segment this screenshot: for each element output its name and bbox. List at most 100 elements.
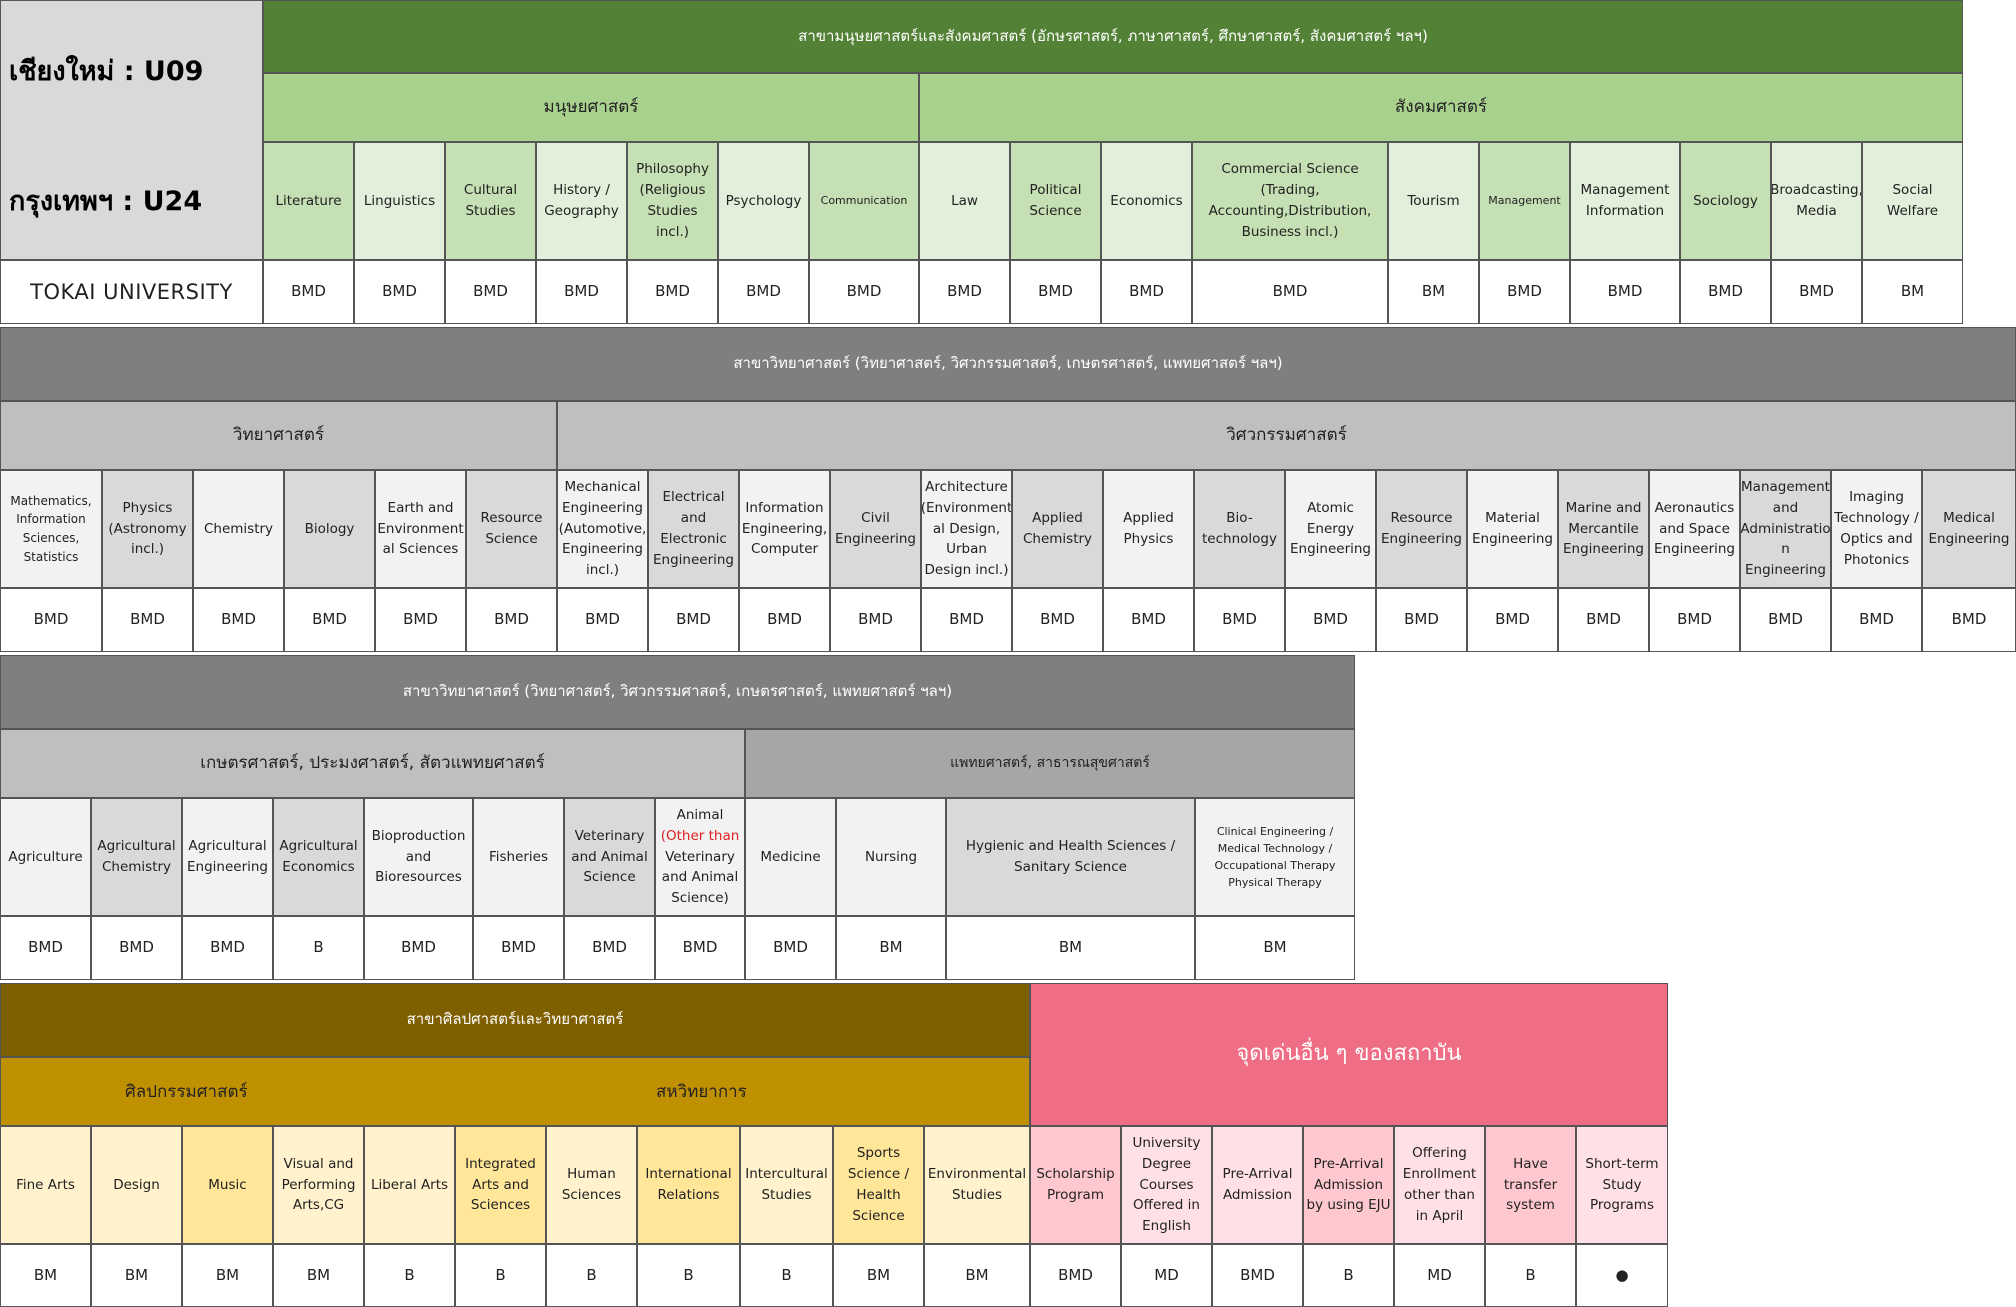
science-label-3: Biology (284, 470, 375, 588)
animal-label-part-2: Veterinary and Animal Science) (661, 848, 739, 907)
humanities-value-0: BMD (263, 260, 354, 324)
agri-value-0: BMD (0, 916, 91, 980)
agri-label-5: Fisheries (473, 798, 564, 916)
features-label-6: Short-term Study Programs (1576, 1126, 1668, 1244)
arts-label-1: Design (91, 1126, 182, 1244)
science-label-11: Applied Chemistry (1012, 470, 1103, 588)
agri-label-1: Agricultural Chemistry (91, 798, 182, 916)
arts-value-4: B (364, 1244, 455, 1307)
humanities-label-0: Literature (263, 142, 354, 260)
arts-label-8: Intercultural Studies (740, 1126, 833, 1244)
humanities-value-8: BMD (1010, 260, 1101, 324)
agri-value-10: BM (946, 916, 1195, 980)
agri-value-5: BMD (473, 916, 564, 980)
animal-label-part-1: (Other than (660, 827, 740, 844)
features-value-3: B (1303, 1244, 1394, 1307)
science-value-4: BMD (375, 588, 466, 652)
humanities-label-13: Management Information (1570, 142, 1680, 260)
humanities-label-9: Economics (1101, 142, 1192, 260)
agri-label-2: Agricultural Engineering (182, 798, 273, 916)
animal-label-wrap: Animal (Other than Veterinary and Animal… (658, 805, 742, 910)
humanities-label-8: Political Science (1010, 142, 1101, 260)
chiangmai-code: เชียงใหม่ : U09 (9, 56, 204, 87)
agri-label-9: Nursing (836, 798, 946, 916)
humanities-value-4: BMD (627, 260, 718, 324)
science-label-2: Chemistry (193, 470, 284, 588)
features-value-0: BMD (1030, 1244, 1121, 1307)
science-label-20: Imaging Technology / Optics and Photonic… (1831, 470, 1922, 588)
university-code-box: เชียงใหม่ : U09 กรุงเทพฯ : U24 (0, 0, 263, 260)
agri-value-6: BMD (564, 916, 655, 980)
features-value-4: MD (1394, 1244, 1485, 1307)
science-value-2: BMD (193, 588, 284, 652)
science-value-15: BMD (1376, 588, 1467, 652)
interdisciplinary-group-label: สหวิทยาการ (656, 1082, 747, 1102)
science-title: สาขาวิทยาศาสตร์ (วิทยาศาสตร์, วิศวกรรมศา… (0, 327, 2016, 401)
bangkok-code: กรุงเทพฯ : U24 (9, 186, 203, 217)
arts-value-10: BM (924, 1244, 1030, 1307)
science-label-1: Physics (Astronomy incl.) (102, 470, 193, 588)
agriculture-group-label: เกษตรศาสตร์, ประมงศาสตร์, สัตวแพทยศาสตร์ (0, 729, 745, 798)
science-label-7: Electrical and Electronic Engineering (648, 470, 739, 588)
science-value-13: BMD (1194, 588, 1285, 652)
science-value-5: BMD (466, 588, 557, 652)
science-value-1: BMD (102, 588, 193, 652)
science-value-11: BMD (1012, 588, 1103, 652)
humanities-value-5: BMD (718, 260, 809, 324)
agri-value-11: BM (1195, 916, 1355, 980)
humanities-label-16: Social Welfare (1862, 142, 1963, 260)
science-label-6: Mechanical Engineering (Automotive, Engi… (557, 470, 648, 588)
humanities-value-2: BMD (445, 260, 536, 324)
arts-value-8: B (740, 1244, 833, 1307)
arts-label-2: Music (182, 1126, 273, 1244)
features-label-2: Pre-Arrival Admission (1212, 1126, 1303, 1244)
humanities-label-2: Cultural Studies (445, 142, 536, 260)
arts-label-0: Fine Arts (0, 1126, 91, 1244)
science-label-4: Earth and Environment al Sciences (375, 470, 466, 588)
humanities-label-3: History / Geography (536, 142, 627, 260)
fine-arts-group-label: ศิลปกรรมศาสตร์ (125, 1082, 248, 1102)
humanities-value-10: BMD (1192, 260, 1388, 324)
features-label-1: University Degree Courses Offered in Eng… (1121, 1126, 1212, 1244)
university-name: TOKAI UNIVERSITY (0, 260, 263, 324)
agri-med-title: สาขาวิทยาศาสตร์ (วิทยาศาสตร์, วิศวกรรมศา… (0, 655, 1355, 729)
agri-label-10: Hygienic and Health Sciences / Sanitary … (946, 798, 1195, 916)
features-title: จุดเด่นอื่น ๆ ของสถาบัน (1030, 983, 1668, 1126)
humanities-value-1: BMD (354, 260, 445, 324)
humanities-value-9: BMD (1101, 260, 1192, 324)
agri-value-3: B (273, 916, 364, 980)
science-value-12: BMD (1103, 588, 1194, 652)
agri-label-11: Clinical Engineering / Medical Technolog… (1195, 798, 1355, 916)
science-label-13: Bio- technology (1194, 470, 1285, 588)
agri-value-8: BMD (745, 916, 836, 980)
science-value-18: BMD (1649, 588, 1740, 652)
science-value-16: BMD (1467, 588, 1558, 652)
humanities-value-13: BMD (1570, 260, 1680, 324)
humanities-value-7: BMD (919, 260, 1010, 324)
humanities-value-6: BMD (809, 260, 919, 324)
science-value-8: BMD (739, 588, 830, 652)
features-value-6: ● (1576, 1244, 1668, 1307)
humanities-label-5: Psychology (718, 142, 809, 260)
science-label-15: Resource Engineering (1376, 470, 1467, 588)
arts-label-9: Sports Science / Health Science (833, 1126, 924, 1244)
humanities-label-10: Commercial Science (Trading, Accounting,… (1192, 142, 1388, 260)
science-label-16: Material Engineering (1467, 470, 1558, 588)
agri-value-4: BMD (364, 916, 473, 980)
science-value-17: BMD (1558, 588, 1649, 652)
science-label-17: Marine and Mercantile Engineering (1558, 470, 1649, 588)
arts-value-0: BM (0, 1244, 91, 1307)
science-value-19: BMD (1740, 588, 1831, 652)
humanities-label-11: Tourism (1388, 142, 1479, 260)
agri-value-1: BMD (91, 916, 182, 980)
science-label-9: Civil Engineering (830, 470, 921, 588)
humanities-group-label: มนุษยศาสตร์ (263, 73, 919, 142)
agri-label-6: Veterinary and Animal Science (564, 798, 655, 916)
humanities-label-4: Philosophy (Religious Studies incl.) (627, 142, 718, 260)
science-group-label: วิทยาศาสตร์ (0, 401, 557, 470)
arts-label-7: International Relations (637, 1126, 740, 1244)
science-value-7: BMD (648, 588, 739, 652)
arts-value-9: BM (833, 1244, 924, 1307)
agri-value-9: BM (836, 916, 946, 980)
arts-value-5: B (455, 1244, 546, 1307)
